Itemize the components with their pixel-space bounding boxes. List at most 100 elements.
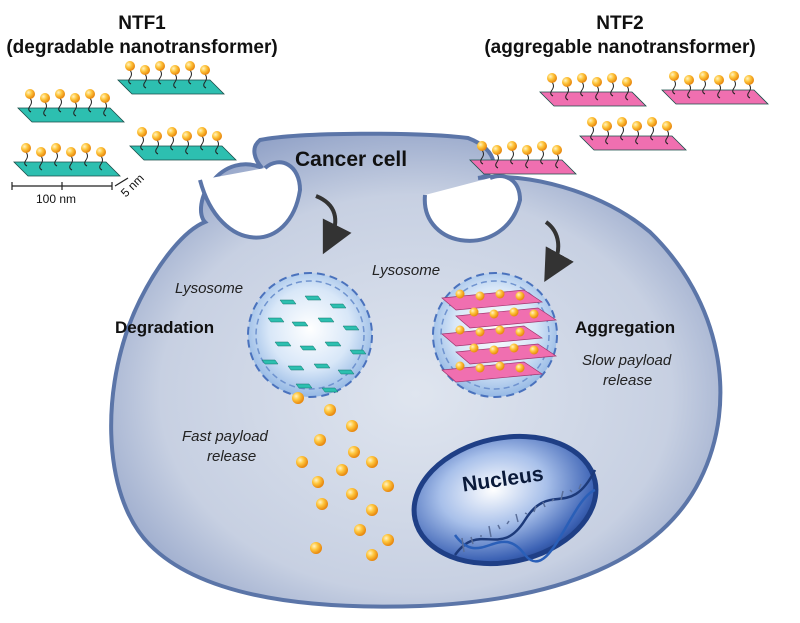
payload-ball xyxy=(475,327,485,337)
scale-length-label: 100 nm xyxy=(36,192,77,206)
payload-ball xyxy=(354,524,366,536)
ntf1-sheet xyxy=(117,61,225,95)
fragment xyxy=(317,317,335,323)
payload-ball xyxy=(366,549,378,561)
payload-ball xyxy=(324,404,336,416)
fragment xyxy=(304,295,322,301)
payload-ball xyxy=(522,145,532,155)
payload-ball xyxy=(212,131,222,141)
payload-ball xyxy=(316,498,328,510)
degradation-label: Degradation xyxy=(115,318,215,337)
payload-ball xyxy=(669,71,679,81)
slow-release-line2: release xyxy=(603,372,653,389)
payload-ball xyxy=(537,141,547,151)
payload-ball xyxy=(366,456,378,468)
payload-ball xyxy=(662,121,672,131)
payload-ball xyxy=(714,75,724,85)
payload-ball xyxy=(21,143,31,153)
payload-ball xyxy=(455,325,465,335)
cell-label: Cancer cell xyxy=(295,148,408,171)
payload-ball xyxy=(509,307,519,317)
left-endocytic-pocket xyxy=(198,160,303,240)
payload-ball xyxy=(515,363,525,373)
payload-ball xyxy=(469,307,479,317)
payload-ball xyxy=(602,121,612,131)
payload-ball xyxy=(66,147,76,157)
ntf2-sheet xyxy=(539,73,647,107)
payload-ball xyxy=(312,476,324,488)
payload-ball xyxy=(310,542,322,554)
payload-ball xyxy=(684,75,694,85)
lysosome-left-label: Lysosome xyxy=(175,280,244,297)
payload-ball xyxy=(547,73,557,83)
payload-ball xyxy=(152,131,162,141)
payload-ball xyxy=(382,480,394,492)
payload-ball xyxy=(529,345,539,355)
payload-ball xyxy=(55,89,65,99)
cancer-cell-body xyxy=(109,131,723,609)
payload-ball xyxy=(346,488,358,500)
payload-ball xyxy=(552,145,562,155)
payload-ball xyxy=(70,93,80,103)
payload-ball xyxy=(515,291,525,301)
payload-ball xyxy=(292,392,304,404)
payload-ball xyxy=(475,291,485,301)
dna-helix-icon xyxy=(453,469,597,563)
lysosome-right-label: Lysosome xyxy=(372,262,441,279)
payload-ball xyxy=(489,309,499,319)
payload-ball xyxy=(185,61,195,71)
aggregated-sheets xyxy=(441,289,558,383)
fast-release-line1: Fast payload xyxy=(182,428,268,445)
ntf2-sheet xyxy=(661,71,769,105)
payload-ball xyxy=(336,464,348,476)
payload-ball xyxy=(182,131,192,141)
released-payload xyxy=(292,392,394,561)
fragment xyxy=(291,321,309,327)
payload-ball xyxy=(25,89,35,99)
fragment xyxy=(299,345,317,351)
payload-ball xyxy=(495,361,505,371)
slow-release-line1: Slow payload xyxy=(582,352,672,369)
fragment xyxy=(261,359,279,365)
fragment xyxy=(313,363,331,369)
scale-bar xyxy=(11,177,129,190)
ntf1-sheet xyxy=(129,127,237,161)
payload-ball xyxy=(577,73,587,83)
ntf2-subtitle: (aggregable nanotransformer) xyxy=(484,37,756,58)
fragment xyxy=(279,299,297,305)
payload-ball xyxy=(495,289,505,299)
fast-release-line2: release xyxy=(207,448,257,465)
payload-ball xyxy=(475,363,485,373)
payload-ball xyxy=(647,117,657,127)
payload-ball xyxy=(40,93,50,103)
payload-ball xyxy=(495,325,505,335)
payload-ball xyxy=(507,141,517,151)
payload-ball xyxy=(617,117,627,127)
ntf1-sheet xyxy=(17,89,125,123)
payload-ball xyxy=(36,147,46,157)
fragment xyxy=(349,349,367,355)
nucleus xyxy=(411,433,599,567)
fragment xyxy=(329,303,347,309)
payload-ball xyxy=(125,61,135,71)
payload-ball xyxy=(382,534,394,546)
payload-ball xyxy=(85,89,95,99)
payload-ball xyxy=(632,121,642,131)
degraded-fragments xyxy=(261,295,367,393)
ntf1-sheets xyxy=(13,61,237,177)
payload-ball xyxy=(477,141,487,151)
payload-ball xyxy=(744,75,754,85)
payload-ball xyxy=(729,71,739,81)
payload-ball xyxy=(529,309,539,319)
fragment xyxy=(287,365,305,371)
payload-ball xyxy=(200,65,210,75)
aggregation-label: Aggregation xyxy=(575,318,676,337)
payload-ball xyxy=(455,361,465,371)
fragment xyxy=(337,369,355,375)
payload-ball xyxy=(699,71,709,81)
ntf2-sheet xyxy=(579,117,687,151)
payload-ball xyxy=(562,77,572,87)
payload-ball xyxy=(492,145,502,155)
payload-ball xyxy=(366,504,378,516)
